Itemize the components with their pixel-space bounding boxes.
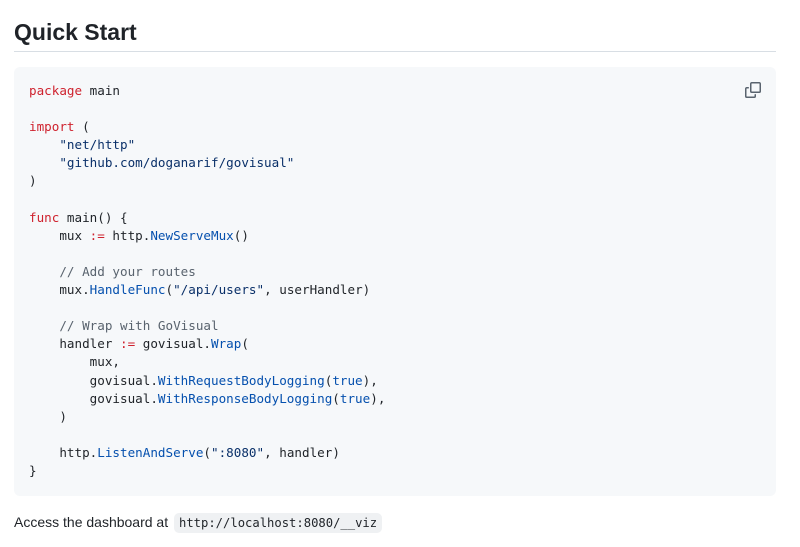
code-token-plain: govisual. <box>135 336 211 352</box>
copy-button[interactable] <box>742 79 764 101</box>
code-token-plain: mux. <box>29 282 90 298</box>
code-token-plain: ) <box>29 408 67 424</box>
code-line <box>29 191 385 209</box>
code-line: ) <box>29 408 385 426</box>
dashboard-url-code[interactable]: http://localhost:8080/__viz <box>174 513 383 533</box>
code-line: // Wrap with GoVisual <box>29 317 385 335</box>
code-token-plain: main <box>82 83 120 98</box>
code-line <box>29 100 385 118</box>
code-line: package main <box>29 82 385 100</box>
code-line: func main() { <box>29 209 385 227</box>
code-token-plain: http. <box>29 444 98 460</box>
code-token-plain: ( <box>74 119 90 135</box>
code-block: package main import ( "net/http" "github.… <box>14 67 776 496</box>
code-token-plain: govisual. <box>29 390 158 406</box>
footer-text: Access the dashboard at <box>14 514 172 530</box>
code-token-fn: Wrap <box>211 336 242 352</box>
code-token-plain <box>29 155 59 170</box>
code-line: "github.com/doganarif/govisual" <box>29 154 385 172</box>
code-line: import ( <box>29 118 385 136</box>
code-line: } <box>29 462 385 480</box>
code-line: mux, <box>29 353 385 371</box>
code-token-plain: ( <box>165 282 174 298</box>
code-token-str: "net/http" <box>59 137 136 153</box>
code-token-plain: govisual. <box>29 372 158 388</box>
code-token-plain: , handler) <box>264 444 340 460</box>
code-token-fn: WithResponseBodyLogging <box>157 390 333 406</box>
code-token-str: "github.com/doganarif/govisual" <box>59 155 295 171</box>
code-token-plain: () <box>233 227 249 243</box>
heading-divider <box>14 51 776 52</box>
code-token-plain: ( <box>241 336 249 352</box>
code-token-fn: NewServeMux <box>150 227 234 243</box>
code-token-plain: http. <box>104 227 151 243</box>
code-line: govisual.WithRequestBodyLogging(true), <box>29 372 385 390</box>
code-line <box>29 426 385 444</box>
code-line: "net/http" <box>29 136 385 154</box>
code-line: handler := govisual.Wrap( <box>29 335 385 353</box>
code-token-str: ":8080" <box>211 444 265 460</box>
code-token-fn: WithRequestBodyLogging <box>157 372 325 388</box>
code-token-str: "/api/users" <box>173 282 265 298</box>
code-content[interactable]: package main import ( "net/http" "github.… <box>29 82 385 480</box>
code-token-plain: ( <box>332 390 340 406</box>
code-token-com: // Add your routes <box>59 263 196 279</box>
code-line <box>29 299 385 317</box>
code-line <box>29 245 385 263</box>
section-heading: Quick Start <box>14 19 137 45</box>
code-line: ) <box>29 172 385 190</box>
code-token-plain <box>29 264 59 279</box>
code-token-plain: ( <box>203 444 211 460</box>
code-token-kw: package <box>29 83 83 98</box>
code-token-plain: main() { <box>59 209 128 225</box>
code-token-fn: true <box>332 372 363 388</box>
code-token-fn: true <box>339 390 371 406</box>
code-token-plain: mux, <box>29 354 120 370</box>
dashboard-access-note: Access the dashboard at http://localhost… <box>14 512 383 533</box>
code-token-com: // Wrap with GoVisual <box>59 318 219 334</box>
code-token-kw: := <box>89 227 105 243</box>
code-line: govisual.WithResponseBodyLogging(true), <box>29 390 386 408</box>
code-token-plain <box>29 137 59 152</box>
copy-icon <box>745 82 761 98</box>
code-token-plain: ) <box>29 173 37 189</box>
code-token-plain: } <box>29 462 37 478</box>
code-token-fn: HandleFunc <box>89 282 166 298</box>
code-token-kw: func <box>29 209 60 225</box>
code-line: http.ListenAndServe(":8080", handler) <box>29 444 385 462</box>
code-token-plain: ), <box>370 390 386 406</box>
code-token-plain: , userHandler) <box>264 282 371 298</box>
code-line: // Add your routes <box>29 263 385 281</box>
code-line: mux := http.NewServeMux() <box>29 227 385 245</box>
code-token-fn: ListenAndServe <box>97 444 204 460</box>
code-token-plain <box>29 318 59 333</box>
code-token-kw: := <box>120 336 136 352</box>
code-token-plain: ), <box>362 372 378 388</box>
code-token-kw: import <box>29 119 75 135</box>
code-token-plain: mux <box>29 227 90 243</box>
code-line: mux.HandleFunc("/api/users", userHandler… <box>29 281 385 299</box>
code-token-plain: ( <box>324 372 333 388</box>
code-token-plain: handler <box>29 336 120 352</box>
